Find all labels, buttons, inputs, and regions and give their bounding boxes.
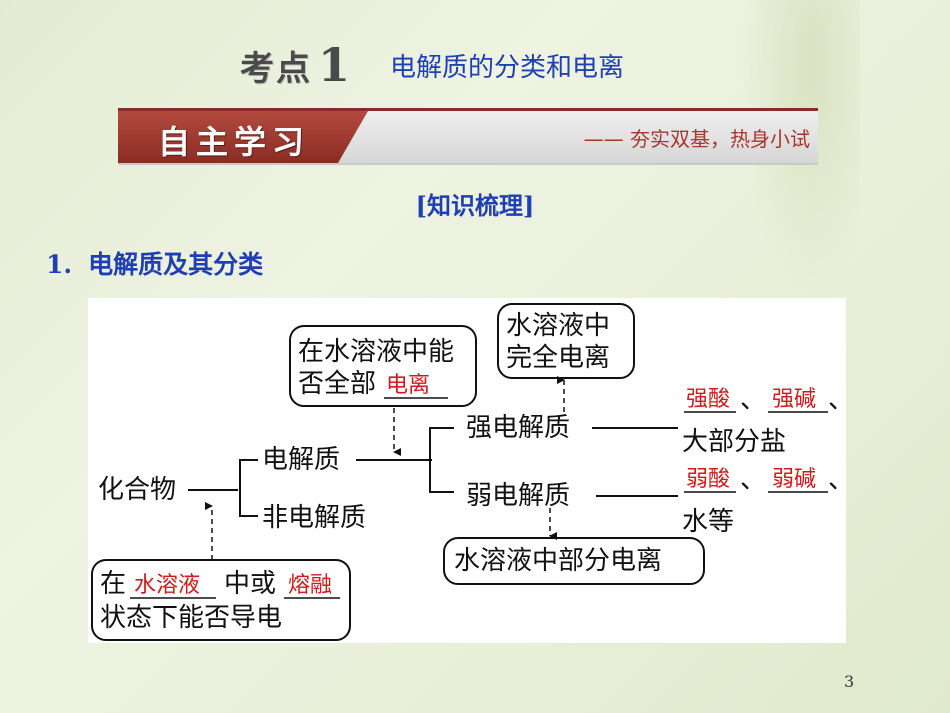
section-heading: [知识梳理] [415,191,535,220]
node-weak-electrolyte: 弱电解质 [466,481,571,511]
page-title: 考点 1 电解质的分类和电离 [240,38,624,92]
separator: 、 [740,385,767,415]
weak-example-1: 弱酸 [686,467,731,492]
section-banner: 自主学习 —— 夯实双基，热身小试 [118,108,818,165]
strong-example-tail: 大部分盐 [682,427,787,457]
node-strong-electrolyte: 强电解质 [466,413,571,443]
bottom-answer-1: 水溶液 [134,573,201,598]
page-number: 3 [844,672,855,691]
bottom-prefix: 在 [100,569,127,599]
separator: 、 [828,385,855,415]
topic-number: 1 [318,38,351,92]
top-condition-box [289,325,477,407]
top-box-answer: 电离 [386,373,431,398]
node-electrolyte: 电解质 [262,445,341,475]
bottom-condition-box [91,559,351,641]
bottom-answer-2: 熔融 [288,573,333,598]
topic-badge: 考点 [240,48,312,89]
bottom-line2: 状态下能否导电 [100,603,283,633]
item-heading: 1. 电解质及其分类 [46,245,263,281]
node-non-electrolyte: 非电解质 [262,503,367,533]
weak-example-2: 弱碱 [772,467,817,492]
weak-example-tail: 水等 [682,507,735,537]
bottom-middle: 中或 [224,569,277,599]
separator: 、 [740,465,767,495]
node-compound: 化合物 [98,475,177,505]
top-box-line2: 否全部 [298,369,377,399]
diagram-lines [91,303,828,641]
banner-tagline: —— 夯实双基，热身小试 [583,127,810,151]
top-box-line1: 在水溶液中能 [298,337,455,367]
full-box-line1: 水溶液中 [506,311,611,341]
strong-example-2: 强碱 [772,387,817,412]
item-text: 电解质及其分类 [88,250,264,279]
topic-title: 电解质的分类和电离 [390,52,625,83]
full-ionization-box [497,303,635,379]
full-box-line2: 完全电离 [506,343,611,373]
separator: 、 [828,465,855,495]
classification-diagram: 化合物 电解质 非电解质 强电解质 弱电解质 在水溶液中能 否全部 电离 水溶液… [88,298,854,643]
item-number: 1. [46,250,73,279]
partial-ionization-box [443,537,705,585]
banner-label-bg [118,111,368,163]
partial-box-text: 水溶液中部分电离 [454,546,663,576]
banner-label: 自主学习 [158,123,311,161]
strong-example-1: 强酸 [686,387,731,412]
